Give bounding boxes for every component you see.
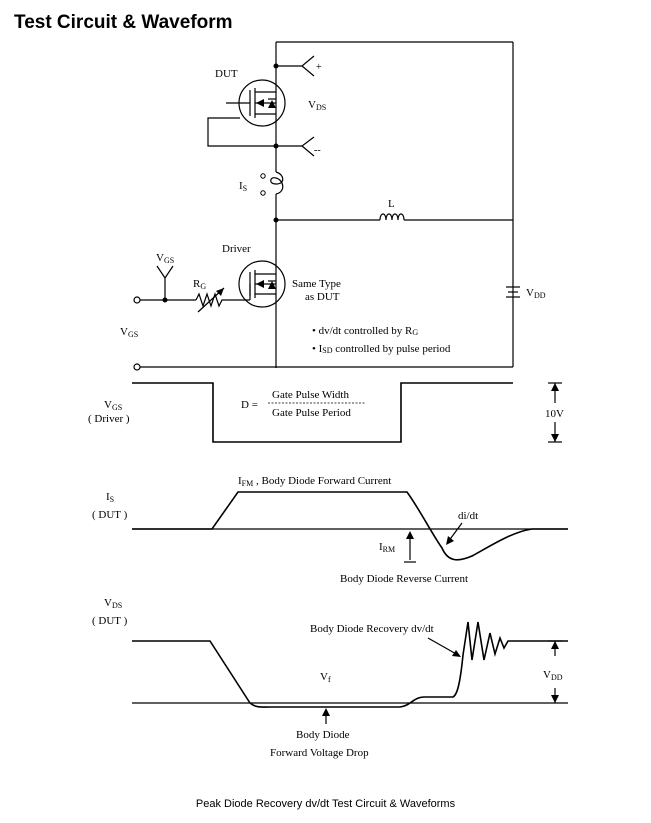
body-diode-line1: Body Diode bbox=[296, 729, 350, 741]
driver-mosfet bbox=[238, 260, 286, 308]
vds-waveform-panel: VDS ( DUT ) Body Diode Recovery dv/dt Vf… bbox=[92, 597, 568, 759]
page-title: Test Circuit & Waveform bbox=[14, 12, 233, 33]
vgs-probe-arrow bbox=[156, 265, 174, 280]
vgs-wave-label: VGS bbox=[104, 399, 122, 412]
test-circuit: DUT VDS + -- IS L Driver VGS RG Same Typ… bbox=[120, 41, 546, 371]
recovery-label: Body Diode Recovery dv/dt bbox=[310, 623, 434, 635]
duty-denominator: Gate Pulse Period bbox=[272, 407, 351, 419]
vds-label: VDS bbox=[308, 99, 326, 112]
vdd-wave-label: VDD bbox=[543, 669, 563, 682]
dut-mosfet bbox=[226, 79, 286, 127]
is-probe-label: IS bbox=[239, 180, 247, 193]
dut-label: DUT bbox=[215, 68, 238, 80]
vds-plus-arrow bbox=[301, 55, 315, 77]
reverse-current-label: Body Diode Reverse Current bbox=[340, 573, 468, 585]
is-dut-label: ( DUT ) bbox=[92, 509, 128, 521]
vgs-top-terminal bbox=[133, 296, 141, 304]
vds-plus-label: + bbox=[316, 62, 322, 73]
irm-label: IRM bbox=[379, 541, 395, 554]
vgs-waveform bbox=[132, 382, 513, 443]
gate-resistor-arrow bbox=[216, 288, 224, 296]
vgs-driver-label: ( Driver ) bbox=[88, 413, 130, 425]
is-wave-label: IS bbox=[106, 491, 114, 504]
vds-minus-arrow bbox=[301, 136, 315, 157]
vgs-waveform-panel: VGS ( Driver ) D = Gate Pulse Width Gate… bbox=[88, 382, 564, 443]
same-type-label-line1: Same Type bbox=[292, 278, 341, 290]
duty-numerator: Gate Pulse Width bbox=[272, 389, 349, 401]
vgs-input-label: VGS bbox=[120, 326, 138, 339]
didt-label: di/dt bbox=[458, 510, 478, 522]
note-dvdt: • dv/dt controlled by RG bbox=[312, 325, 418, 337]
dut-gate-short bbox=[207, 117, 276, 147]
duty-label: D = bbox=[241, 399, 258, 411]
same-type-label-line2: as DUT bbox=[305, 291, 340, 303]
gate-resistor bbox=[195, 292, 250, 308]
current-probe-coil bbox=[270, 171, 284, 195]
driver-label: Driver bbox=[222, 243, 251, 255]
probe-terminal bbox=[260, 190, 266, 196]
body-diode-line2: Forward Voltage Drop bbox=[270, 747, 369, 759]
vds-minus-label: -- bbox=[314, 145, 321, 156]
amp-label: 10V bbox=[545, 408, 564, 420]
figure-caption: Peak Diode Recovery dv/dt Test Circuit &… bbox=[195, 798, 456, 810]
vgs-probe-label: VGS bbox=[156, 252, 174, 265]
ifm-label: IFM , Body Diode Forward Current bbox=[238, 475, 391, 488]
vgs-bottom-terminal bbox=[133, 363, 141, 371]
rg-label: RG bbox=[193, 278, 206, 291]
note-isd: • ISD controlled by pulse period bbox=[312, 343, 451, 355]
vds-waveform bbox=[132, 621, 568, 708]
vds-wave-label: VDS bbox=[104, 597, 122, 610]
vdd-source-label: VDD bbox=[526, 287, 546, 300]
inductor-label: L bbox=[388, 198, 395, 210]
vds-dut-label: ( DUT ) bbox=[92, 615, 128, 627]
is-waveform bbox=[132, 491, 568, 561]
probe-terminal bbox=[260, 173, 266, 179]
vf-label: Vf bbox=[320, 671, 331, 684]
recovery-pointer bbox=[427, 637, 459, 656]
is-waveform-panel: IS ( DUT ) IFM , Body Diode Forward Curr… bbox=[92, 475, 568, 585]
driver-mosfet-body bbox=[238, 260, 286, 308]
inductor-coil bbox=[379, 213, 405, 221]
